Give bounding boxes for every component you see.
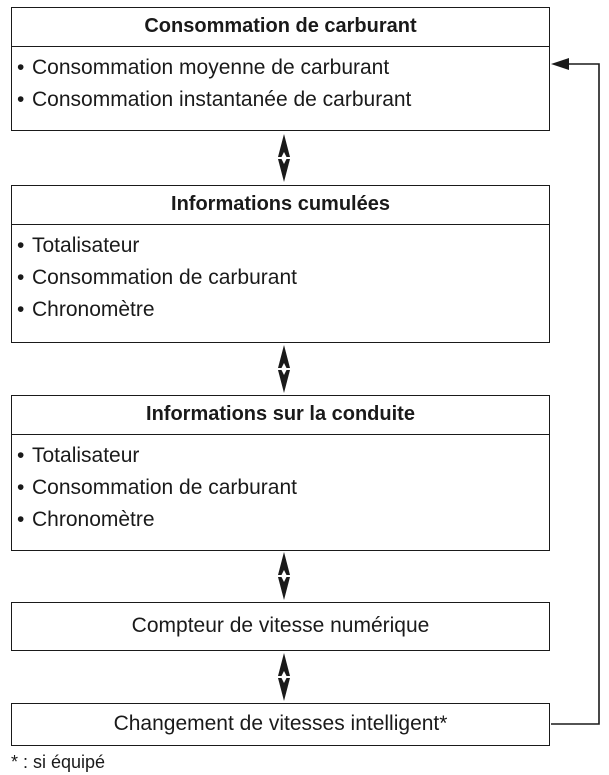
bullet-icon: • xyxy=(17,56,25,79)
bullet-icon: • xyxy=(17,298,25,321)
double-arrow-fuel-cumulative xyxy=(278,134,290,182)
list-item: • Chronomètre xyxy=(17,504,549,536)
list-item-label: Totalisateur xyxy=(32,234,140,257)
double-arrow-cumulative-trip xyxy=(278,345,290,393)
box-intelligent-gearshift: Changement de vitesses intelligent* xyxy=(11,703,550,746)
list-item: • Consommation de carburant xyxy=(17,472,549,504)
list-item-label: Consommation moyenne de carburant xyxy=(32,56,390,79)
bullet-icon: • xyxy=(17,88,25,111)
list-item: • Consommation instantanée de carburant xyxy=(17,84,549,116)
box-intelligent-gearshift-label: Changement de vitesses intelligent* xyxy=(113,712,448,735)
box-trip-info-items: • Totalisateur • Consommation de carburant… xyxy=(12,435,549,536)
list-item: • Chronomètre xyxy=(17,294,549,326)
list-item-label: Chronomètre xyxy=(32,508,155,531)
bullet-icon: • xyxy=(17,476,25,499)
list-item: • Consommation moyenne de carburant xyxy=(17,52,549,84)
bullet-icon: • xyxy=(17,508,25,531)
box-digital-speedometer: Compteur de vitesse numérique xyxy=(11,602,550,651)
box-trip-info-title: Informations sur la conduite xyxy=(12,396,549,435)
list-item-label: Consommation de carburant xyxy=(32,476,297,499)
list-item-label: Chronomètre xyxy=(32,298,155,321)
double-arrow-speedometer-gearshift xyxy=(278,653,290,701)
box-fuel-consumption: Consommation de carburant • Consommation … xyxy=(11,7,550,131)
list-item: • Totalisateur xyxy=(17,440,549,472)
box-cumulative-info-items: • Totalisateur • Consommation de carburant… xyxy=(12,225,549,326)
box-fuel-consumption-items: • Consommation moyenne de carburant • Cons… xyxy=(12,47,549,116)
box-digital-speedometer-label: Compteur de vitesse numérique xyxy=(131,614,430,637)
double-arrow-trip-speedometer xyxy=(278,552,290,600)
box-trip-info: Informations sur la conduite • Totalisate… xyxy=(11,395,550,551)
list-item: • Totalisateur xyxy=(17,230,549,262)
box-cumulative-info: Informations cumulées • Totalisateur • Con… xyxy=(11,185,550,343)
bullet-icon: • xyxy=(17,234,25,257)
bullet-icon: • xyxy=(17,266,25,289)
bullet-icon: • xyxy=(17,444,25,467)
list-item-label: Totalisateur xyxy=(32,444,140,467)
footnote: * : si équipé xyxy=(11,752,106,772)
box-fuel-consumption-title: Consommation de carburant xyxy=(12,8,549,47)
list-item: • Consommation de carburant xyxy=(17,262,549,294)
list-item-label: Consommation de carburant xyxy=(32,266,297,289)
box-cumulative-info-title: Informations cumulées xyxy=(12,186,549,225)
list-item-label: Consommation instantanée de carburant xyxy=(32,88,412,111)
return-loop-arrow xyxy=(551,58,600,725)
